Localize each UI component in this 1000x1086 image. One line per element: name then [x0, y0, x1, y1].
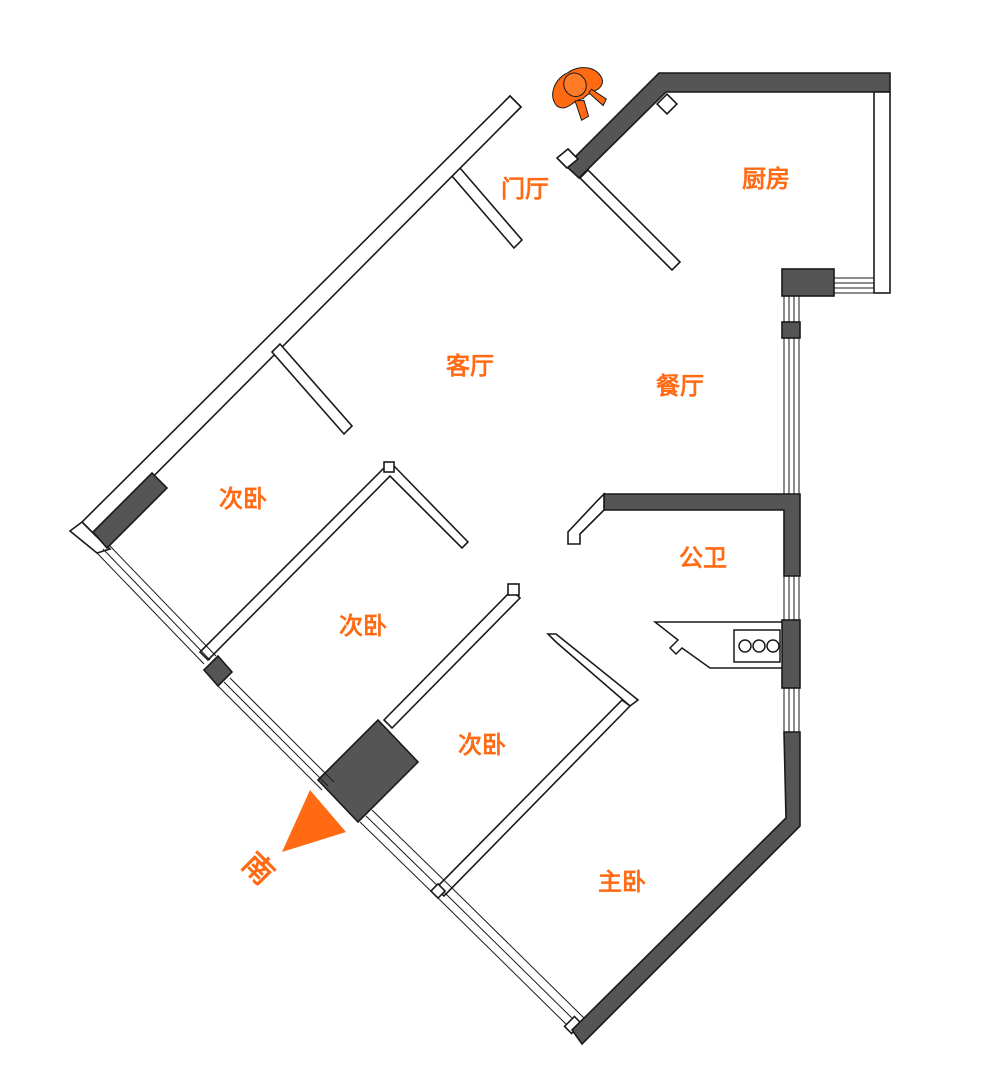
room-label-kitchen: 厨房 — [742, 165, 790, 193]
living-room-partition — [270, 342, 354, 436]
bedroom3-door-stub — [507, 583, 520, 596]
master-east-wall — [570, 731, 801, 1046]
south-arrow-icon — [282, 790, 346, 852]
sink-icon — [652, 621, 783, 669]
kitchen-wall-pillar — [781, 268, 835, 297]
south-window-1 — [96, 544, 217, 665]
person-entering-icon — [552, 67, 607, 121]
room-label-dining-room: 餐厅 — [656, 372, 704, 400]
south-pillar — [316, 718, 420, 824]
bedroom1-bedroom2-partition — [198, 465, 470, 662]
room-label-living-room: 客厅 — [446, 352, 494, 380]
south-window-2 — [217, 677, 335, 791]
kitchen-wall-corner-stub — [655, 92, 679, 116]
window-mullion-1 — [429, 882, 447, 900]
room-label-bedroom-2: 次卧 — [339, 612, 387, 640]
kitchen-wall-right — [873, 91, 891, 294]
kitchen-window — [834, 277, 874, 294]
east-window-bathroom — [783, 576, 800, 622]
bedroom2-bedroom3-partition — [382, 588, 522, 730]
bedroom-door-stub — [383, 461, 395, 473]
kitchen-wall-top — [564, 72, 891, 180]
east-window-upper — [783, 296, 800, 322]
compass-south-label: 南 — [235, 846, 281, 892]
entrance-walls — [450, 94, 682, 272]
south-window-4 — [439, 887, 585, 1031]
east-window-dining — [783, 338, 800, 494]
room-label-bedroom-1: 次卧 — [219, 485, 267, 513]
kitchen-partition — [578, 168, 682, 272]
room-label-bedroom-3: 次卧 — [458, 731, 506, 759]
bedroom1-wall-block — [91, 471, 169, 550]
bedroom2-pillar — [202, 654, 234, 688]
bathroom-door-stub — [567, 492, 605, 545]
entrance-door-stub-right — [555, 147, 580, 170]
bedroom3-master-wall — [434, 698, 632, 898]
east-window-lower — [783, 688, 800, 732]
room-label-entrance: 门厅 — [501, 175, 549, 203]
east-wall-pillar-1 — [781, 321, 801, 339]
room-label-bathroom: 公卫 — [679, 544, 727, 572]
bedroom3-master-partition — [546, 633, 640, 708]
east-wall-pillar-2 — [781, 619, 801, 689]
room-label-master-bedroom: 主卧 — [598, 868, 646, 896]
south-window-3 — [359, 809, 453, 901]
kitchen-walls — [564, 72, 891, 297]
west-exterior-wall — [80, 94, 523, 537]
